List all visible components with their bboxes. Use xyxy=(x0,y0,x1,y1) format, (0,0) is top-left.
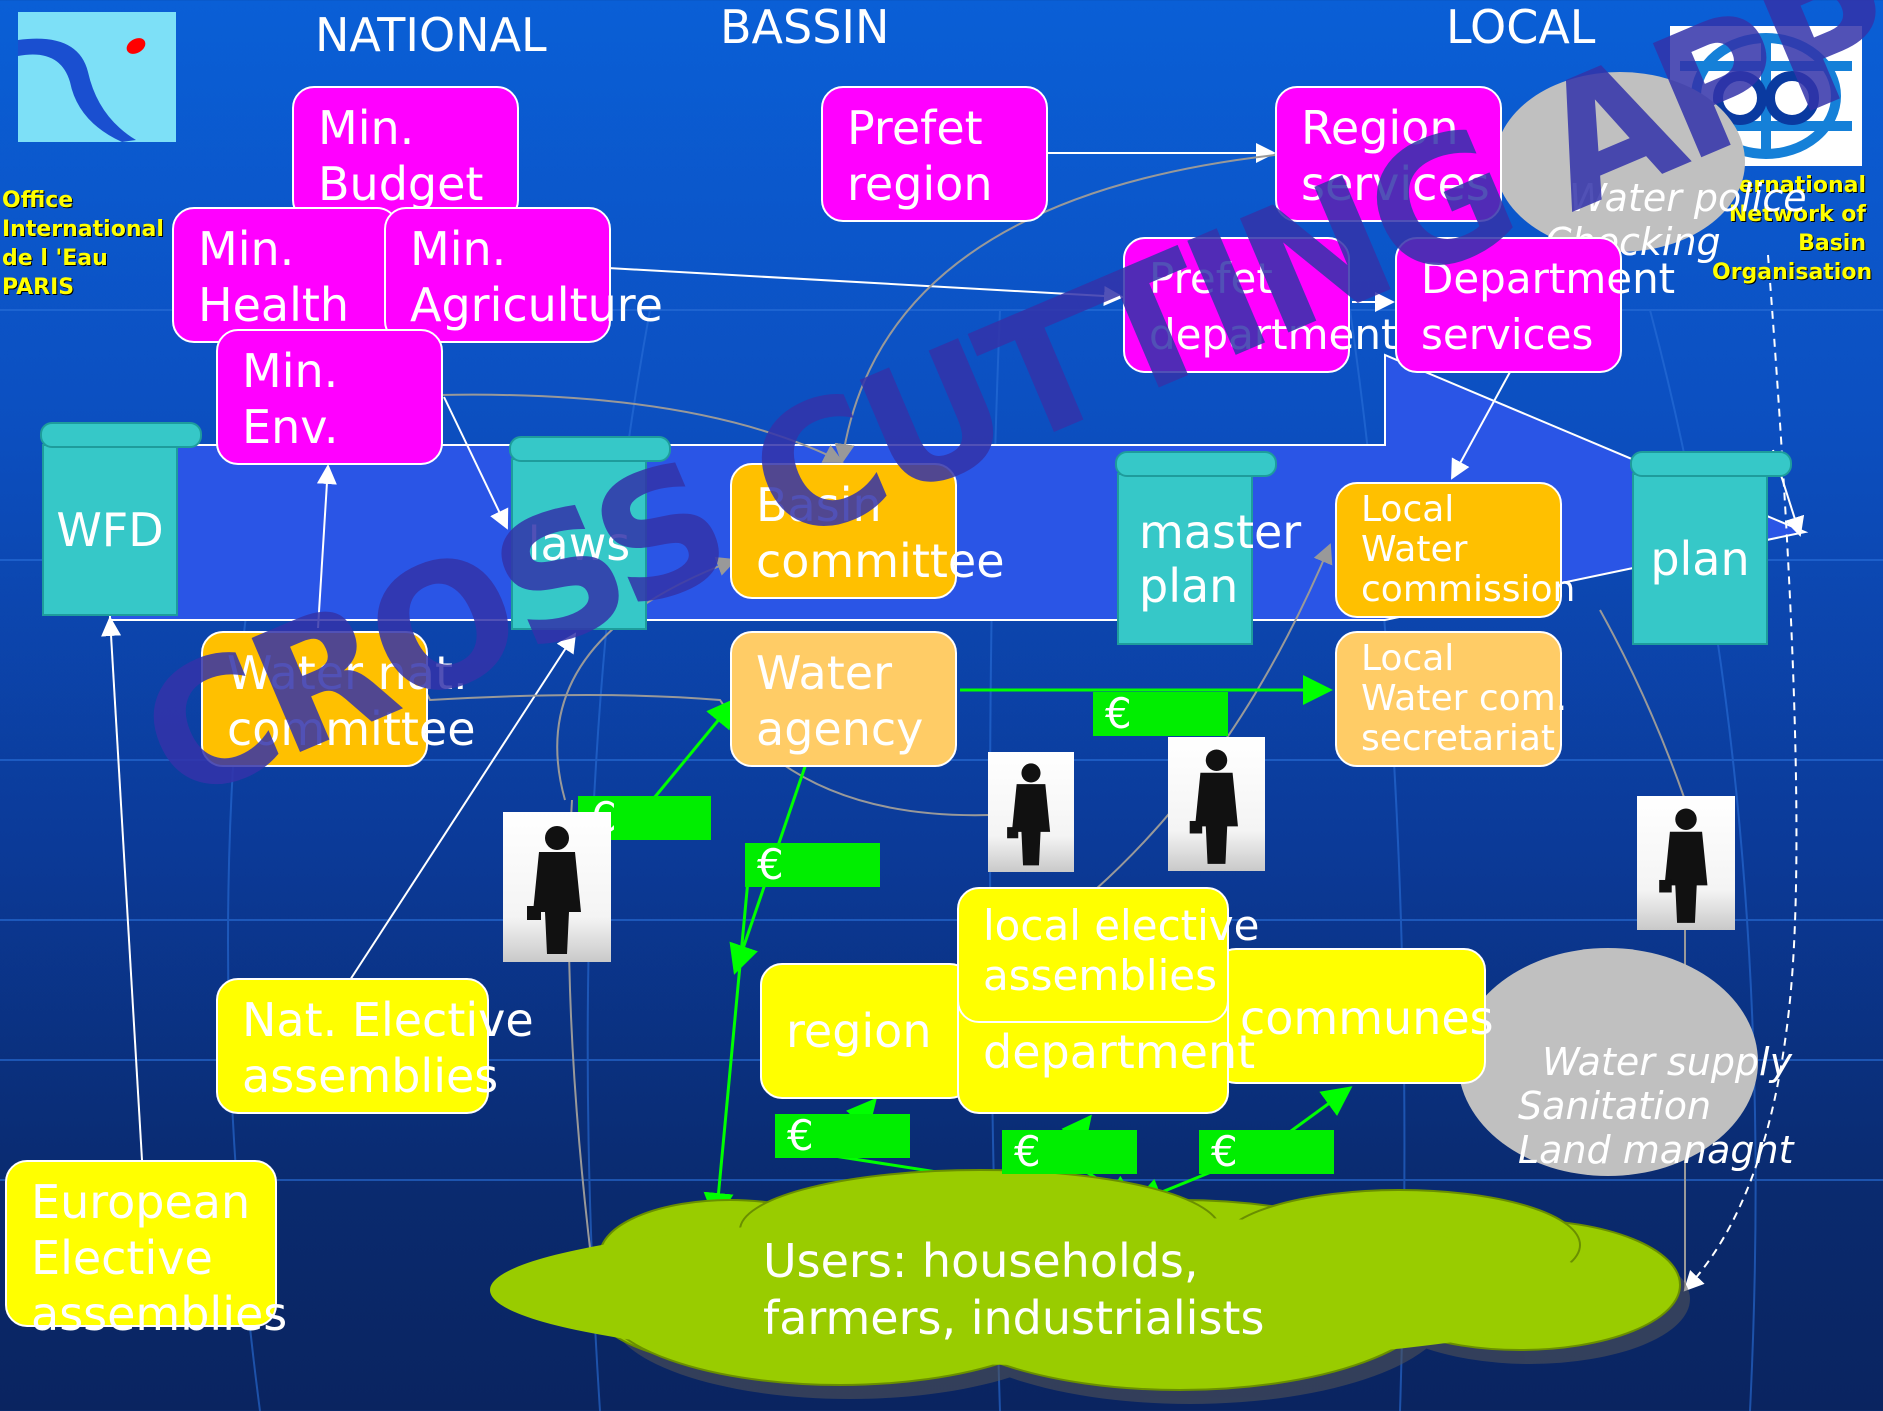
header-bassin: BASSIN xyxy=(720,0,890,54)
inbo-logo-text: ernational Network of Basin Organisation xyxy=(1712,173,1873,285)
min-env-box: Min. Env. xyxy=(216,329,443,465)
wfd-scroll: WFD xyxy=(40,422,202,616)
nat-elective-box: Nat. Elective assemblies xyxy=(216,978,534,1114)
min-budget-box: Min. Budget xyxy=(292,86,519,222)
oie-logo-text: Office International de l 'Eau PARIS xyxy=(2,188,164,300)
master-plan-scroll: master plan xyxy=(1115,451,1302,645)
users-label: Users: households, farmers, industrialis… xyxy=(763,1234,1265,1345)
euro-box: € xyxy=(1002,1130,1137,1174)
local-elective-box: local elective assemblies xyxy=(957,887,1260,1023)
header-local: LOCAL xyxy=(1446,0,1596,54)
european-elective-box: European Elective assemblies xyxy=(5,1160,287,1341)
users-cloud xyxy=(490,1169,1690,1404)
laws-scroll: laws xyxy=(509,436,671,630)
euro-box: € xyxy=(1199,1130,1334,1174)
plan-label: plan xyxy=(1650,532,1750,586)
euro-box: € xyxy=(1093,692,1228,736)
euro-box: € xyxy=(745,843,880,887)
person-icon xyxy=(1168,737,1265,871)
oie-logo xyxy=(18,12,176,142)
water-supply-ellipse: Water supply Sanitation Land managnt xyxy=(1458,948,1794,1176)
local-water-secretariat-box: Local Water com. secretariat xyxy=(1335,631,1567,767)
water-agency-box: Water agency xyxy=(730,631,957,767)
communes-box: communes xyxy=(1214,948,1494,1084)
person-icon xyxy=(503,812,611,962)
prefet-department-box: Prefet department xyxy=(1123,237,1397,373)
wfd-label: WFD xyxy=(56,503,164,557)
prefet-region-box: Prefet region xyxy=(821,86,1048,222)
person-icon xyxy=(988,752,1074,872)
basin-committee-box: Basin committee xyxy=(730,463,1005,599)
plan-scroll: plan xyxy=(1630,451,1792,645)
master-plan-label: master plan xyxy=(1139,505,1302,613)
header-national: NATIONAL xyxy=(315,8,547,62)
region-box: region xyxy=(760,963,972,1099)
water-supply-text: Water supply Sanitation Land managnt xyxy=(1518,1040,1794,1172)
euro-box: € xyxy=(775,1114,910,1158)
department-services-box: Department services xyxy=(1395,237,1675,373)
min-health-box: Min. Health xyxy=(172,207,399,343)
laws-label: laws xyxy=(527,517,631,571)
min-agriculture-box: Min. Agriculture xyxy=(384,207,663,343)
region-services-box: Region services xyxy=(1275,86,1502,222)
person-icon xyxy=(1637,796,1735,930)
local-water-commission-box: Local Water commission xyxy=(1335,482,1575,618)
water-nat-committee-box: Water nat. committee xyxy=(201,631,476,767)
